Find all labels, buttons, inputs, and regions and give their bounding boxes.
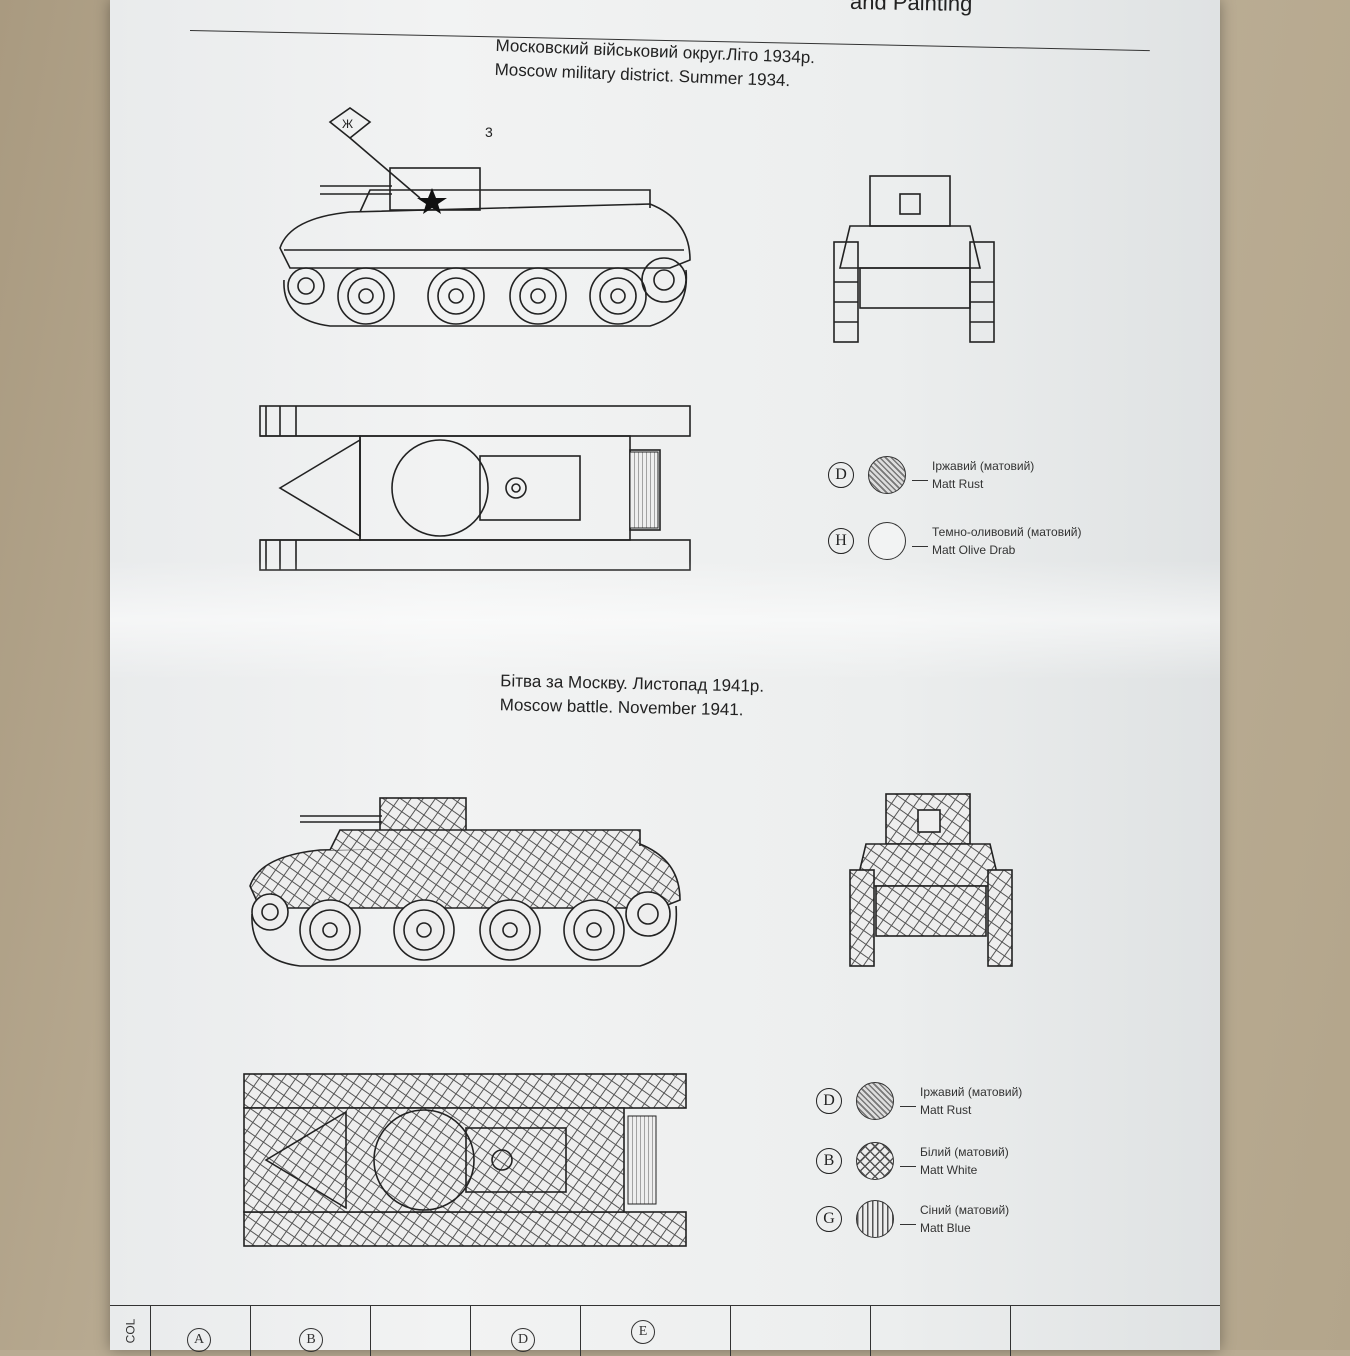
paint-letter: G xyxy=(816,1206,842,1232)
table-cell xyxy=(730,1306,871,1356)
table-cell: D xyxy=(470,1306,581,1356)
paint-name-ua: Іржавий (матовий) xyxy=(932,459,1035,473)
tank1-side-view: Ж 3 xyxy=(279,107,691,327)
paint-swatch-rust xyxy=(856,1082,894,1120)
paint-name-ua: Іржавий (матовий) xyxy=(920,1085,1023,1099)
paint-label: Іржавий (матовий) Matt Rust xyxy=(920,1083,1022,1119)
scheme2-title: Бітва за Москву. Листопад 1941р. Moscow … xyxy=(500,669,765,723)
paint-label: Іржавий (матовий) Matt Rust xyxy=(932,457,1034,493)
legend-row-d-1: D Іржавий (матовий) Matt Rust xyxy=(828,456,1034,494)
paint-name-ua: Темно-оливовий (матовий) xyxy=(932,525,1082,539)
legend-dash xyxy=(900,1105,916,1107)
legend-dash xyxy=(900,1165,916,1167)
table-cell xyxy=(1010,1306,1211,1356)
paint-letter: H xyxy=(828,528,854,554)
table-cell: E xyxy=(580,1306,731,1356)
legend-row-g-2: G Сіний (матовий) Matt Blue xyxy=(816,1200,1009,1238)
table-letter: E xyxy=(631,1320,655,1344)
tank2-top-view xyxy=(243,1073,687,1247)
tank1-top-view xyxy=(259,405,691,571)
table-letter: D xyxy=(511,1328,535,1352)
paint-name-en: Matt Rust xyxy=(932,477,984,491)
paint-swatch-olive xyxy=(868,522,906,560)
paint-name-en: Matt Rust xyxy=(920,1103,972,1117)
table-letter: A xyxy=(187,1328,211,1352)
legend-row-b-2: B Білий (матовий) Matt White xyxy=(816,1142,1009,1180)
paint-swatch-rust xyxy=(868,456,906,494)
paint-label: Сіний (матовий) Matt Blue xyxy=(920,1201,1009,1237)
paint-name-en: Matt Olive Drab xyxy=(932,543,1016,557)
legend-dash xyxy=(912,545,928,547)
tank2-front-view xyxy=(849,793,1013,967)
table-cell xyxy=(370,1306,471,1356)
legend-row-d-2: D Іржавий (матовий) Matt Rust xyxy=(816,1082,1022,1120)
paint-letter: D xyxy=(828,462,854,488)
table-col-label: COL xyxy=(123,1318,138,1344)
paint-name-ua: Сіний (матовий) xyxy=(920,1203,1010,1217)
legend-dash xyxy=(912,479,928,481)
paint-name-ua: Білий (матовий) xyxy=(920,1145,1009,1159)
paint-name-en: Matt White xyxy=(920,1163,978,1177)
table-cell xyxy=(870,1306,1011,1356)
paint-swatch-white xyxy=(856,1142,894,1180)
header-title: and Painting xyxy=(849,0,973,17)
paint-swatch-blue xyxy=(856,1200,894,1238)
legend-dash xyxy=(900,1223,916,1225)
tank-number-label: 3 xyxy=(485,124,493,140)
svg-text:Ж: Ж xyxy=(342,117,353,131)
table-cell: A xyxy=(150,1306,251,1356)
paint-name-en: Matt Blue xyxy=(920,1221,971,1235)
tank1-front-view xyxy=(833,175,995,343)
paint-label: Білий (матовий) Matt White xyxy=(920,1143,1009,1179)
instruction-sheet: and Painting Московский військовий округ… xyxy=(110,0,1220,1356)
paint-label: Темно-оливовий (матовий) Matt Olive Drab xyxy=(932,523,1082,559)
table-cell: B xyxy=(250,1306,371,1356)
red-star-icon xyxy=(417,188,447,214)
legend-row-h-1: H Темно-оливовий (матовий) Matt Olive Dr… xyxy=(828,522,1082,560)
paint-letter: B xyxy=(816,1148,842,1174)
tank2-side-view xyxy=(249,797,681,967)
paint-letter: D xyxy=(816,1088,842,1114)
paper-fold-highlight xyxy=(110,560,1220,680)
table-letter: B xyxy=(299,1328,323,1352)
scheme2-title-en: Moscow battle. November 1941. xyxy=(499,695,744,720)
paint-color-table: COL A B D E xyxy=(110,1305,1220,1356)
